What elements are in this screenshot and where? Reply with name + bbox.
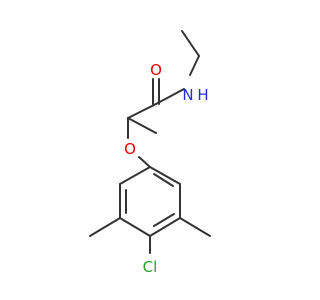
bond-ether-o-ring [138,156,151,168]
ring-bond-1 [149,166,181,185]
bond-carbonyl-alpha [127,103,157,119]
ring-inner-bond-1 [153,173,174,187]
atom-label-carbonyl-oxygen: O [150,61,162,79]
bond-ring-methyl-right [179,217,211,237]
ring-inner-bond-2 [153,213,175,227]
atom-label-chlorine: Cl [143,258,158,276]
atom-label-ether-oxygen: O [124,140,136,158]
bond-alpha-methyl [127,117,157,134]
chemical-structure-diagram: O N H O Cl [89,30,211,276]
ring-bond-4 [119,217,151,237]
atom-label-nitrogen: N [182,86,193,104]
bond-carbonyl-n [155,88,185,105]
ring-bond-3 [149,217,181,237]
ring-bond-6 [119,166,151,185]
bond-ring-methyl-left [89,217,121,237]
bond-n-ch2 [189,55,200,76]
bond-ethyl [181,30,200,57]
atom-label-amide-hydrogen: H [197,86,208,104]
